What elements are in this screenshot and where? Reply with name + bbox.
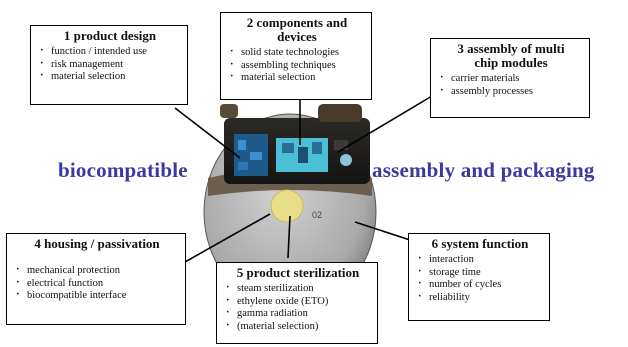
list-item: ethylene oxide (ETO) xyxy=(225,295,371,309)
list-item: solid state technologies xyxy=(229,46,365,60)
list-item: material selection xyxy=(39,70,181,84)
box-title: 4 housing / passivation xyxy=(34,236,160,251)
box-product-sterilization: 5 product sterilization steam sterilizat… xyxy=(216,262,378,344)
list-item: mechanical protection xyxy=(15,264,179,278)
box-title: 5 product sterilization xyxy=(236,265,360,280)
list-item: steam sterilization xyxy=(225,282,371,296)
box-assembly-of-multi-chip-modules: 3 assembly of multi chip modules carrier… xyxy=(430,38,590,118)
list-item-continued: (material selection) xyxy=(225,320,371,334)
box-title: 3 assembly of multi chip modules xyxy=(457,41,565,70)
box-product-design: 1 product design function / intended use… xyxy=(30,25,188,105)
implant-device: 02 xyxy=(203,104,377,311)
list-item: material selection xyxy=(229,71,365,85)
connector-lead xyxy=(318,104,362,122)
box-title: 2 components and devices xyxy=(246,15,348,44)
box-system-function: 6 system function interaction storage ti… xyxy=(408,233,550,321)
list-item: number of cycles xyxy=(417,278,543,292)
list-item: reliability xyxy=(417,291,543,305)
box-housing-passivation: 4 housing / passivation mechanical prote… xyxy=(6,233,186,325)
label-biocompatible: biocompatible xyxy=(58,158,188,182)
box-title: 1 product design xyxy=(63,28,157,43)
list-item: assembling techniques xyxy=(229,59,365,73)
capacitor xyxy=(340,154,352,166)
label-assembly-and-packaging: assembly and packaging xyxy=(372,158,595,182)
list-item: risk management xyxy=(39,58,181,72)
list-item: assembly processes xyxy=(439,85,583,99)
list-item: biocompatible interface xyxy=(15,289,179,303)
list-item: storage time xyxy=(417,266,543,280)
list-item: carrier materials xyxy=(439,72,583,86)
product-label xyxy=(270,189,304,223)
list-item: electrical function xyxy=(15,277,179,291)
list-item: interaction xyxy=(417,253,543,267)
box-title: 6 system function xyxy=(431,236,529,251)
connector-lines xyxy=(174,95,433,263)
list-item: function / intended use xyxy=(39,45,181,59)
list-item: gamma radiation xyxy=(225,307,371,321)
device-marking: 02 xyxy=(312,210,322,220)
box-components-and-devices: 2 components and devices solid state tec… xyxy=(220,12,372,100)
